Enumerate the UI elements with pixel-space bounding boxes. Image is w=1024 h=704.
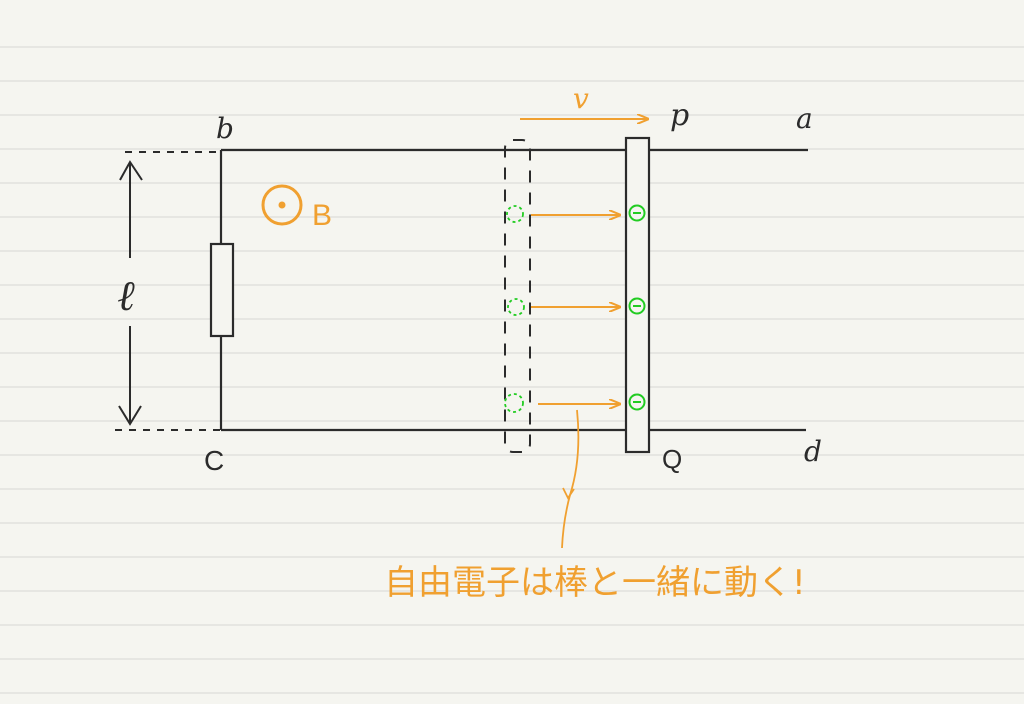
length-label: ℓ: [117, 271, 135, 320]
minus-circle-icon: [628, 204, 646, 222]
minus-circle-icon: [628, 393, 646, 411]
label-c: C: [204, 445, 224, 476]
length-arrowhead-bottom: [118, 405, 142, 426]
ghost-electron-3: [504, 393, 524, 413]
label-p: p: [670, 98, 689, 133]
rod-previous-position: [504, 139, 531, 453]
resistor: [209, 242, 235, 338]
velocity-label: v: [573, 82, 589, 115]
ghost-electron-2: [507, 298, 525, 316]
label-d: d: [804, 435, 822, 468]
ghost-electron-1: [506, 205, 524, 223]
note-pointer-tip: [562, 487, 575, 500]
notebook-ruled-lines: [0, 46, 1024, 694]
note-text: 自由電子は棒と一緒に動く!: [384, 563, 806, 603]
label-a: a: [796, 102, 813, 135]
label-b: b: [216, 112, 234, 145]
label-q: Q: [662, 444, 682, 474]
length-arrowhead-top: [119, 160, 143, 181]
minus-circle-icon: [628, 297, 646, 315]
dot-in-circle-icon: [261, 184, 303, 226]
field-label: B: [312, 199, 332, 232]
